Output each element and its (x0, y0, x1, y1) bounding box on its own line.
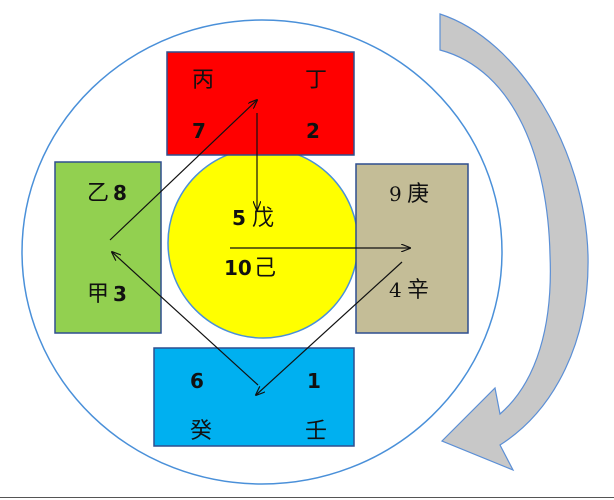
center-bottom-num: 10 (224, 256, 252, 280)
left-bottom-num: 3 (113, 282, 127, 306)
center-top-char: 戊 (252, 206, 274, 231)
center-labels: 5 戊 10 己 (224, 206, 276, 281)
center-circle (167, 147, 359, 339)
left-bottom-char: 甲 (87, 282, 109, 307)
left-top-char: 乙 (87, 181, 109, 206)
bottom-box-rect (153, 347, 355, 447)
right-top-num: 9 (389, 182, 402, 206)
bottom-edge-line (0, 497, 614, 498)
right-bottom-num: 4 (389, 278, 402, 302)
arrow-left-to-top (109, 100, 257, 241)
bottom-right-num: 1 (307, 369, 321, 393)
bottom-box: 6 1 癸 壬 (153, 347, 355, 447)
arrow-bottom-to-left (112, 252, 259, 386)
right-bottom-char: 辛 (407, 278, 429, 303)
top-left-char: 丙 (192, 68, 214, 93)
bottom-left-num: 6 (190, 369, 204, 393)
top-right-num: 2 (306, 119, 320, 143)
top-left-num: 7 (192, 119, 206, 143)
bottom-left-char: 癸 (190, 419, 212, 444)
top-right-char: 丁 (305, 68, 327, 93)
rotation-arrow (439, 13, 589, 472)
top-box-rect (166, 51, 355, 156)
left-top-num: 8 (113, 181, 127, 205)
right-top-char: 庚 (407, 182, 429, 207)
left-box: 乙 8 甲 3 (54, 161, 162, 334)
left-box-rect (54, 161, 162, 334)
connector-arrows (109, 100, 410, 395)
center-top-num: 5 (232, 206, 246, 230)
outer-ring (21, 19, 503, 485)
bottom-right-char: 壬 (305, 419, 327, 444)
top-box: 丙 丁 7 2 (166, 51, 355, 156)
center-bottom-char: 己 (254, 256, 276, 281)
arrow-right-to-bottom (256, 261, 403, 395)
